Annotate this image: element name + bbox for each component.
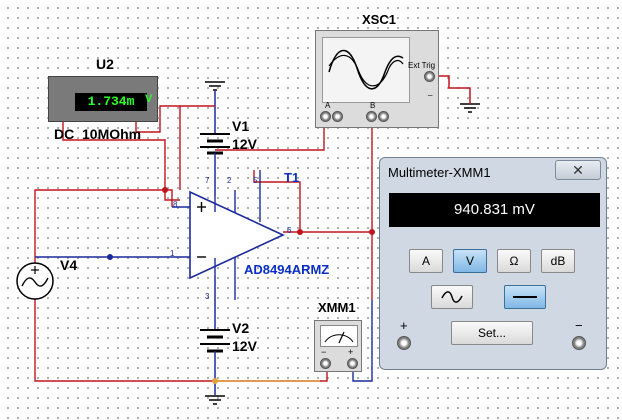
opamp-triangle <box>189 190 285 280</box>
v2-value-label: 12V <box>232 338 257 354</box>
pin-label-1: 1 <box>170 249 175 258</box>
scope-terminal-ext-trig[interactable] <box>424 71 435 82</box>
decibel-mode-button[interactable]: dB <box>541 249 575 273</box>
dc-mode-button[interactable] <box>504 285 546 309</box>
v1-ref-label: V1 <box>232 118 250 134</box>
set-button[interactable]: Set... <box>451 321 533 345</box>
oscilloscope-xsc1[interactable]: Ext Trig + _ A B <box>315 30 439 128</box>
scope-channel-a-label: A <box>325 101 331 110</box>
ac-wave-icon <box>441 291 463 303</box>
ground-symbol-bottom <box>205 395 225 405</box>
ac-mode-button[interactable] <box>431 285 473 309</box>
scope-terminal-a-plus[interactable] <box>320 111 331 122</box>
ground-symbol-v1 <box>205 81 225 100</box>
pin-label-7: 7 <box>205 176 210 185</box>
multimeter-minus-label: − <box>575 318 583 333</box>
v1-value-label: 12V <box>232 136 257 152</box>
pin-label-8: 8 <box>173 200 178 209</box>
v2-ref-label: V2 <box>232 320 250 336</box>
xmm1-terminal-plus[interactable] <box>347 358 358 369</box>
scope-terminal-b-plus[interactable] <box>366 111 377 122</box>
v4-ref-label: V4 <box>60 257 78 273</box>
scope-terminal-b-minus[interactable] <box>378 111 389 122</box>
close-icon[interactable]: ✕ <box>555 160 601 180</box>
scope-ext-trig-minus: _ <box>428 87 433 96</box>
scope-channel-b-label: B <box>370 101 376 110</box>
junction-dots <box>107 187 375 384</box>
ohmmeter-mode-button[interactable]: Ω <box>497 249 531 273</box>
voltmeter-u2-display: 1.734m <box>75 93 147 111</box>
oscilloscope-screen <box>322 37 410 103</box>
t1-part-label: AD8494ARMZ <box>244 262 330 277</box>
pin-label-3: 3 <box>205 292 210 301</box>
xmm1-ref-label: XMM1 <box>318 300 356 315</box>
multimeter-window-title: Multimeter-XMM1 <box>388 165 491 180</box>
xmm1-terminal-minus[interactable] <box>320 358 331 369</box>
xmm1-plus: + <box>348 347 354 357</box>
scope-ext-trig-label: Ext Trig <box>408 61 436 70</box>
scope-terminal-a-minus[interactable] <box>332 111 343 122</box>
ac-source-v4 <box>16 262 54 300</box>
ammeter-mode-button[interactable]: A <box>409 249 443 273</box>
xsc1-ref-label: XSC1 <box>362 12 396 27</box>
ground-symbol-scope <box>437 75 480 113</box>
multimeter-readout: 940.831 mV <box>389 193 600 227</box>
xmm1-minus: − <box>321 347 327 357</box>
multimeter-xmm1-icon[interactable]: − + <box>314 320 362 372</box>
pin-label-6: 6 <box>287 226 292 235</box>
voltmeter-u2-unit: V <box>145 93 153 105</box>
multimeter-plus-label: + <box>400 318 408 333</box>
u2-mode-label: DC 10MOhm <box>54 126 142 142</box>
voltmeter-u2[interactable]: 1.734m V <box>48 76 158 122</box>
voltmeter-mode-button[interactable]: V <box>453 249 487 273</box>
scope-waveform-icon <box>328 49 404 90</box>
t1-ref-label: T1 <box>284 170 300 185</box>
u2-ref-label: U2 <box>96 56 114 72</box>
multimeter-window[interactable]: Multimeter-XMM1 ✕ 940.831 mV A V Ω dB + … <box>379 157 607 370</box>
red-wires <box>34 105 373 382</box>
meter-face-icon <box>320 325 358 347</box>
multimeter-plus-terminal[interactable] <box>397 336 411 350</box>
multimeter-minus-terminal[interactable] <box>572 336 586 350</box>
battery-v2 <box>200 276 230 395</box>
pin-label-2: 2 <box>227 176 232 185</box>
pin-label-5: 5 <box>253 176 258 185</box>
dc-line-icon <box>513 296 537 298</box>
